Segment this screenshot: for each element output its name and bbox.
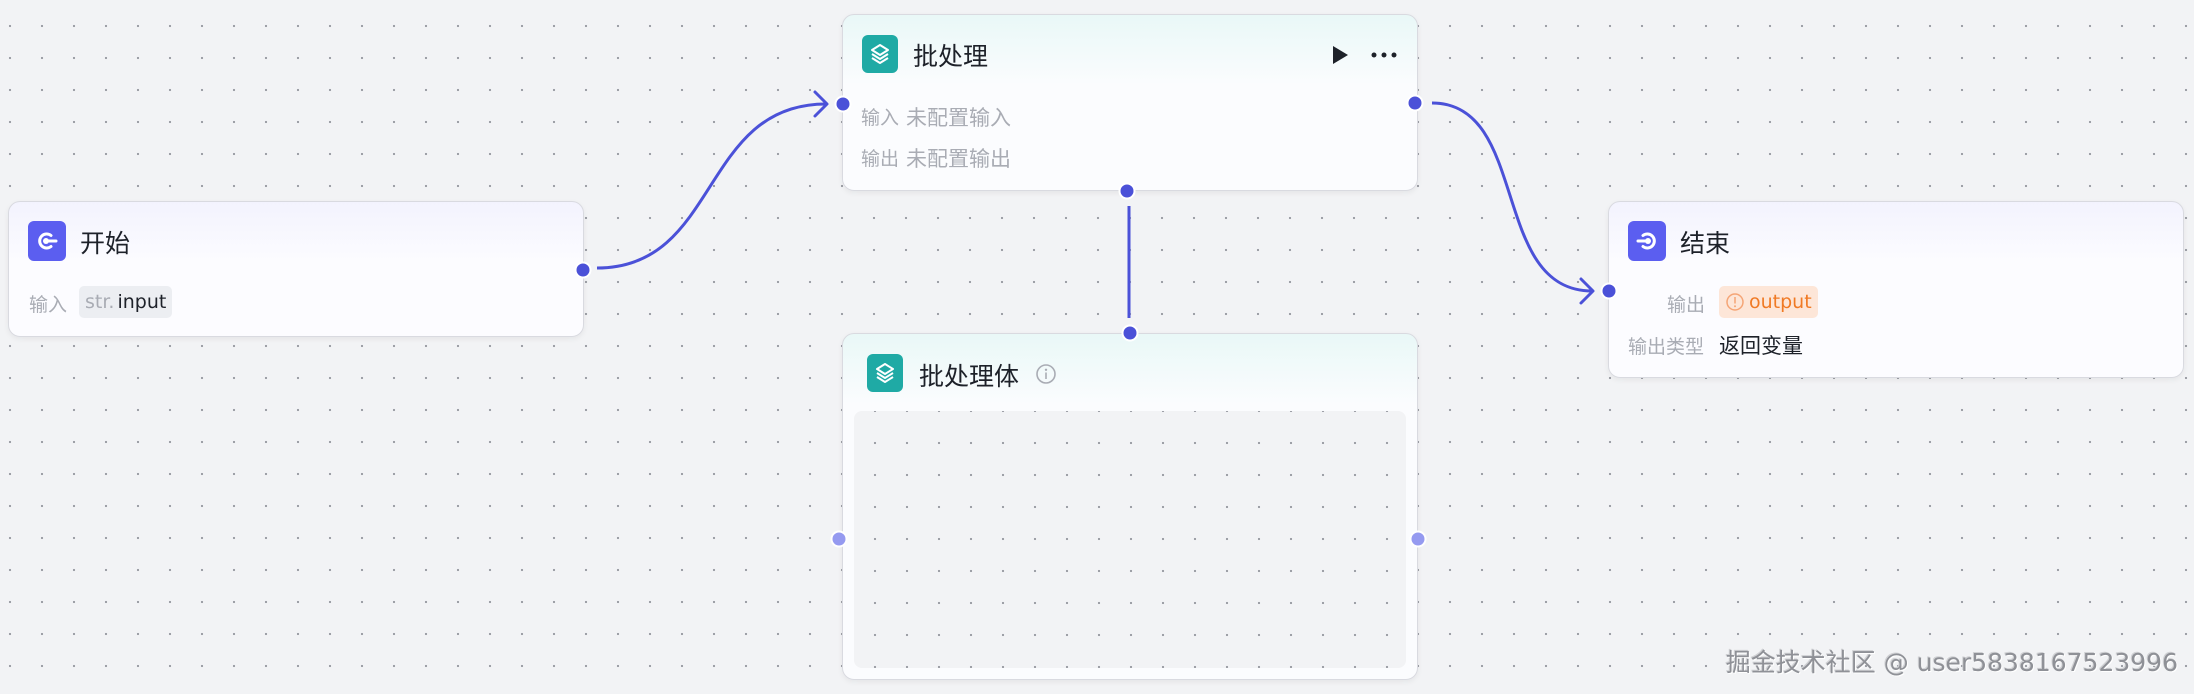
batch-input-handle[interactable] xyxy=(834,95,852,113)
more-button[interactable] xyxy=(1367,41,1401,69)
start-node[interactable]: 开始 输入 str. input xyxy=(8,201,584,337)
start-node-icon xyxy=(28,221,66,261)
layers-icon xyxy=(862,35,898,73)
output-type-label: 输出类型 xyxy=(1628,336,1705,358)
batch-body-canvas[interactable] xyxy=(854,411,1406,668)
input-param-tag[interactable]: str. input xyxy=(79,286,173,318)
end-node[interactable]: 结束 输出 output 输出类型 返回变量 xyxy=(1608,201,2184,378)
run-button[interactable] xyxy=(1326,41,1354,69)
edge-start-to-batch[interactable] xyxy=(596,102,827,270)
body-top-handle[interactable] xyxy=(1121,324,1139,342)
batch-body-handle[interactable] xyxy=(1118,182,1136,200)
input-value: 未配置输入 xyxy=(906,106,1011,130)
warning-icon xyxy=(1726,293,1744,311)
batch-output-handle[interactable] xyxy=(1406,94,1424,112)
end-node-icon xyxy=(1628,221,1666,261)
output-value: 未配置输出 xyxy=(906,147,1011,171)
batch-node[interactable]: 批处理 输入 未配置输入 输出 未配置输出 xyxy=(842,14,1418,191)
edge-batch-to-end[interactable] xyxy=(1431,101,1593,293)
layers-icon xyxy=(867,354,903,392)
input-label: 输入 xyxy=(29,294,68,316)
info-icon[interactable] xyxy=(1034,362,1058,386)
node-title: 结束 xyxy=(1680,229,1731,258)
node-title: 开始 xyxy=(80,229,131,258)
node-title: 批处理体 xyxy=(919,362,1020,391)
play-icon xyxy=(1333,46,1348,64)
input-label: 输入 xyxy=(861,107,900,129)
edge-arrow-batch-input xyxy=(813,90,829,118)
watermark: 掘金技术社区 @ user5838167523996 xyxy=(1725,648,2178,677)
end-input-handle[interactable] xyxy=(1600,282,1618,300)
body-left-handle[interactable] xyxy=(830,530,848,548)
output-param-tag[interactable]: output xyxy=(1719,286,1818,318)
node-title: 批处理 xyxy=(913,42,989,71)
batch-body-node[interactable]: 批处理体 xyxy=(842,333,1418,680)
edge-arrow-end-input xyxy=(1579,277,1595,305)
body-right-handle[interactable] xyxy=(1409,530,1427,548)
param-type: str. xyxy=(85,291,115,313)
param-name: output xyxy=(1749,291,1812,313)
param-name: input xyxy=(117,291,167,313)
output-label: 输出 xyxy=(861,148,900,170)
output-label: 输出 xyxy=(1667,294,1706,316)
start-output-handle[interactable] xyxy=(574,261,592,279)
more-icon xyxy=(1371,52,1397,58)
output-type-value: 返回变量 xyxy=(1719,334,1803,358)
